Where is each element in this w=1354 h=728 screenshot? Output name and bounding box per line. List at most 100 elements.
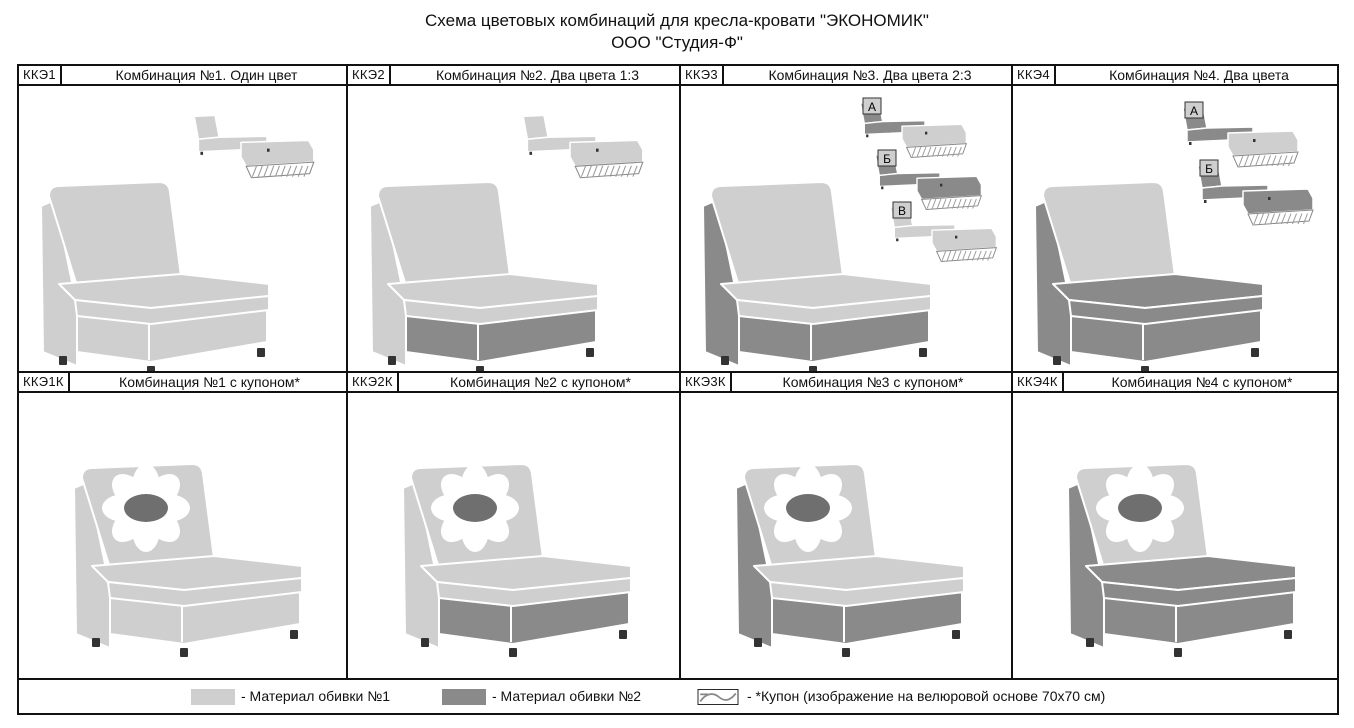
cell-kke1k: ККЭ1К Комбинация №1 с купоном* bbox=[19, 373, 348, 680]
armchair-leg bbox=[509, 648, 517, 657]
cell-code: ККЭ1 bbox=[19, 66, 62, 84]
bed-frame-hatch bbox=[911, 146, 917, 157]
armchair-leg bbox=[1086, 638, 1094, 647]
bed-frame-hatch bbox=[620, 165, 627, 177]
bed-frame-hatch bbox=[297, 165, 303, 177]
bed-frame-hatch bbox=[263, 165, 269, 177]
armchair-with-coupon-illustration bbox=[735, 463, 965, 657]
bed-frame-hatch bbox=[1266, 155, 1271, 167]
bed-frame-hatch bbox=[257, 165, 263, 177]
cell-kke2k: ККЭ2К Комбинация №2 с купоном* bbox=[348, 373, 681, 680]
armchair-seat-front bbox=[769, 577, 965, 607]
bed-frame-hatch bbox=[921, 146, 927, 157]
cell-title: Комбинация №2. Два цвета 1:3 bbox=[435, 67, 640, 83]
variant-b-tag bbox=[1199, 159, 1219, 177]
material2-swatch bbox=[442, 689, 486, 705]
bed-frame-hatch bbox=[280, 165, 286, 177]
cell-header: ККЭ2 Комбинация №2. Два цвета 1:3 bbox=[348, 66, 679, 86]
cell-kke3: ККЭ3 Комбинация №3. Два цвета 2:3 А Б В bbox=[681, 66, 1013, 373]
cell-title: Комбинация №3. Два цвета 2:3 bbox=[768, 67, 972, 83]
variant-a-label: А bbox=[1190, 104, 1198, 118]
bed-frame-hatch bbox=[1255, 155, 1260, 167]
armchair-seat-front bbox=[736, 295, 932, 325]
armchair-illustration: А Б В bbox=[702, 97, 998, 371]
bed-frame-hatch bbox=[580, 165, 587, 177]
bed-frame-hatch bbox=[626, 165, 632, 177]
bed-leg bbox=[940, 183, 943, 187]
variant-v-label: В bbox=[898, 204, 906, 218]
material1-legend-text: - Материал обивки №1 bbox=[241, 688, 391, 704]
combinations-table: ККЭ1 Комбинация №1. Один цвет ККЭ2 Комби… bbox=[17, 64, 1339, 715]
armchair-illustration: А Б bbox=[1034, 101, 1314, 371]
bed-frame-hatch bbox=[269, 165, 275, 177]
variant-b-tag bbox=[877, 149, 897, 167]
bed-frame-hatch bbox=[936, 198, 942, 209]
bed-frame-hatch bbox=[967, 198, 972, 209]
bed-frame-hatch bbox=[936, 146, 942, 157]
bed-frame-hatch bbox=[303, 165, 309, 177]
bed-frame-hatch bbox=[1286, 213, 1292, 225]
cell-title: Комбинация №1 с купоном* bbox=[119, 374, 300, 390]
cell-code: ККЭ3 bbox=[681, 66, 724, 84]
bed-frame-hatch bbox=[987, 250, 992, 261]
bed-frame-hatch bbox=[972, 250, 977, 261]
bed-frame-hatch bbox=[1297, 213, 1303, 225]
bed-leg bbox=[200, 151, 204, 155]
variant-a-tag bbox=[862, 97, 882, 115]
bed-frame-hatch bbox=[598, 165, 604, 177]
cell-title: Комбинация №2 с купоном* bbox=[450, 374, 631, 390]
armchair-leg bbox=[257, 348, 265, 357]
bed-frame-hatch bbox=[586, 165, 592, 177]
armchair-backrest bbox=[377, 181, 511, 287]
cell-kke3k: ККЭ3К Комбинация №3 с купоном* bbox=[681, 373, 1013, 680]
armchair-seat-front bbox=[74, 295, 270, 325]
bed-frame-hatch bbox=[1275, 213, 1281, 225]
cell-code: ККЭ3К bbox=[681, 373, 732, 391]
bed-head-section bbox=[193, 114, 220, 141]
cell-code: ККЭ1К bbox=[19, 373, 70, 391]
armchair-leg bbox=[1251, 348, 1259, 357]
variant-b-label: Б bbox=[883, 152, 891, 166]
bed-frame-hatch bbox=[931, 146, 937, 157]
variant-a-label: А bbox=[868, 100, 876, 114]
bed-leg bbox=[596, 148, 599, 152]
bed-frame-hatch bbox=[1303, 213, 1308, 225]
legend: - Материал обивки №1 - Материал обивки №… bbox=[19, 680, 1337, 713]
variant-b-label: Б bbox=[1205, 162, 1213, 176]
bed-frame-hatch bbox=[1282, 155, 1288, 167]
bed-frame-hatch bbox=[941, 250, 947, 261]
bed-frame-hatch bbox=[947, 146, 952, 157]
cell-kke1: ККЭ1 Комбинация №1. Один цвет bbox=[19, 66, 348, 373]
armchair-leg bbox=[421, 638, 429, 647]
cell-header: ККЭ2К Комбинация №2 с купоном* bbox=[348, 373, 679, 393]
flower-center bbox=[786, 494, 830, 522]
variant-a-tag bbox=[1184, 101, 1204, 119]
coupon-legend-text: - *Купон (изображение на велюровой основ… bbox=[747, 688, 1106, 704]
armchair-seat-front bbox=[1101, 577, 1297, 607]
diagram-title: Схема цветовых комбинаций для кресла-кро… bbox=[425, 11, 929, 30]
cell-header: ККЭ1К Комбинация №1 с купоном* bbox=[19, 373, 346, 393]
armchair-leg bbox=[147, 366, 155, 371]
bed-frame-hatch bbox=[1270, 213, 1275, 225]
bed-leg bbox=[925, 131, 928, 135]
bed-frame-hatch bbox=[942, 146, 947, 157]
bed-frame-hatch bbox=[951, 250, 957, 261]
armchair-leg bbox=[59, 356, 67, 365]
bed-frame-hatch bbox=[946, 250, 952, 261]
cell-title: Комбинация №4. Два цвета bbox=[1109, 67, 1289, 83]
armchair-leg bbox=[290, 630, 298, 639]
armchair-leg bbox=[180, 648, 188, 657]
flower-center bbox=[1118, 494, 1162, 522]
bed-frame-hatch bbox=[952, 146, 957, 157]
bed-frame-hatch bbox=[1277, 155, 1282, 167]
bed-frame-hatch bbox=[1288, 155, 1293, 167]
armchair-seat-front bbox=[107, 577, 303, 607]
company-name: ООО "Студия-Ф" bbox=[611, 33, 743, 52]
armchair-leg bbox=[388, 356, 396, 365]
bed-leg bbox=[881, 186, 884, 190]
bed-leg bbox=[896, 238, 899, 242]
flower-center bbox=[453, 494, 497, 522]
bed-frame-hatch bbox=[1271, 155, 1277, 167]
armchair-leg bbox=[586, 348, 594, 357]
cell-title: Комбинация №3 с купоном* bbox=[782, 374, 964, 390]
